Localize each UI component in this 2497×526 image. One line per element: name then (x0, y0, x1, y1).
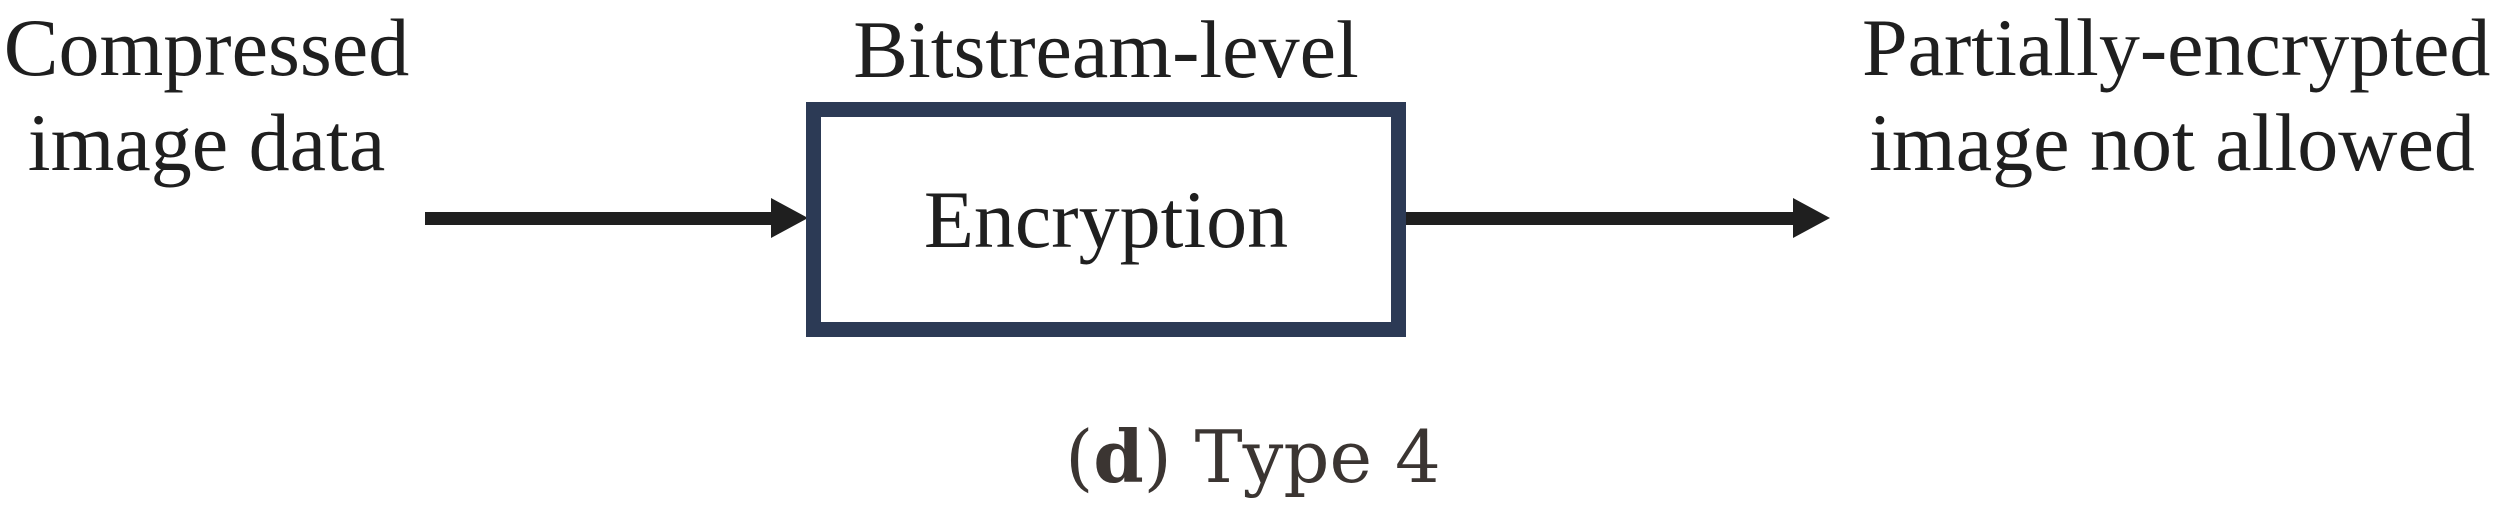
caption-paren-open: ( (1065, 415, 1094, 499)
input-label-line1: Compressed (3, 2, 410, 93)
output-label-line2: image not allowed (1869, 97, 2475, 188)
encryption-box: Encryption (806, 102, 1406, 337)
encryption-box-title: Bitstream-level (853, 4, 1359, 95)
input-arrowhead-right-icon (771, 198, 808, 238)
encryption-box-label: Encryption (923, 174, 1289, 265)
caption-text: Type 4 (1171, 415, 1441, 499)
output-label-line1: Partially-encrypted (1862, 2, 2491, 93)
output-arrow-shaft (1406, 212, 1793, 225)
figure-caption: (d) Type 4 (1003, 412, 1503, 502)
output-arrowhead-right-icon (1793, 198, 1830, 238)
caption-index-letter: d (1093, 414, 1144, 499)
input-label-line2: image data (27, 97, 386, 188)
output-label: Partially-encrypted image not allowed (1862, 0, 2491, 190)
caption-paren-close: ) (1143, 415, 1172, 499)
input-arrow-shaft (425, 212, 773, 225)
input-label: Compressed image data (0, 0, 413, 190)
